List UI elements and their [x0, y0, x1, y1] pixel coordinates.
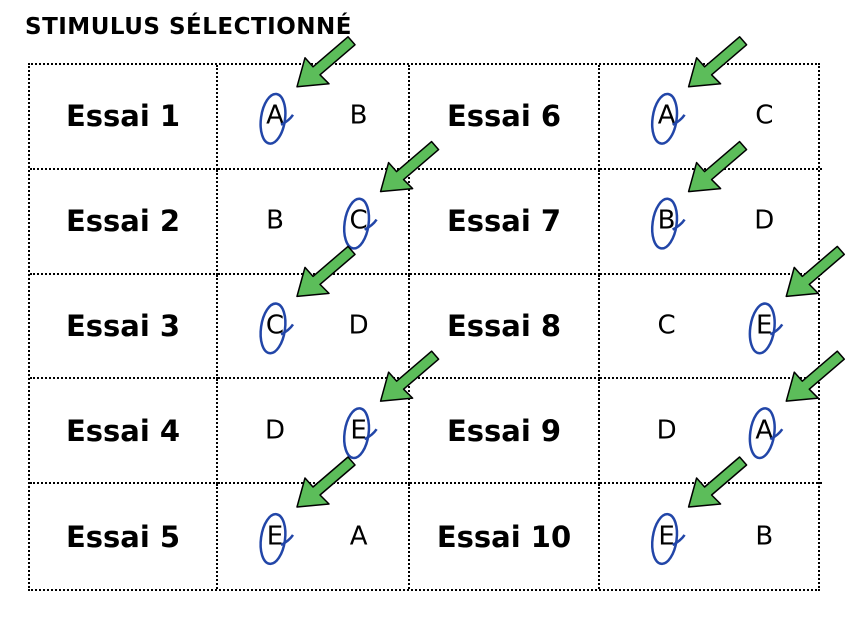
trial-label: Essai 5 [30, 484, 218, 589]
stimulus-option: C [657, 310, 676, 341]
stimulus-option: D [264, 415, 286, 446]
stimulus-option: A [349, 520, 368, 551]
stimulus-option: E [756, 310, 773, 341]
stimulus-option: E [350, 415, 367, 446]
trial-label: Essai 3 [30, 274, 218, 380]
trial-label: Essai 8 [410, 274, 600, 380]
stimulus-option: A [755, 415, 774, 446]
stimulus-option: C [755, 100, 774, 131]
stimulus-option: B [657, 205, 676, 236]
trial-label: Essai 6 [410, 65, 600, 170]
stimulus-option: D [656, 415, 677, 446]
trial-label: Essai 2 [30, 169, 218, 275]
stimulus-option: E [266, 520, 284, 551]
stimulus-option: B [349, 100, 368, 131]
stimulus-option: B [755, 520, 774, 551]
trial-label: Essai 4 [30, 379, 218, 485]
trial-label: Essai 9 [410, 379, 600, 485]
trial-label: Essai 10 [410, 484, 600, 589]
trial-label: Essai 1 [30, 65, 218, 170]
page-title: STIMULUS SÉLECTIONNÉ [25, 14, 352, 40]
trial-label: Essai 7 [410, 169, 600, 275]
stimulus-option: A [266, 100, 284, 131]
stimulus-option: B [266, 205, 284, 236]
stimulus-option: A [657, 100, 676, 131]
stimulus-option: C [349, 205, 368, 236]
stimulus-option: C [265, 310, 285, 341]
stimulus-option: D [754, 205, 775, 236]
stimulus-option: D [348, 310, 369, 341]
stimulus-option: E [658, 520, 675, 551]
